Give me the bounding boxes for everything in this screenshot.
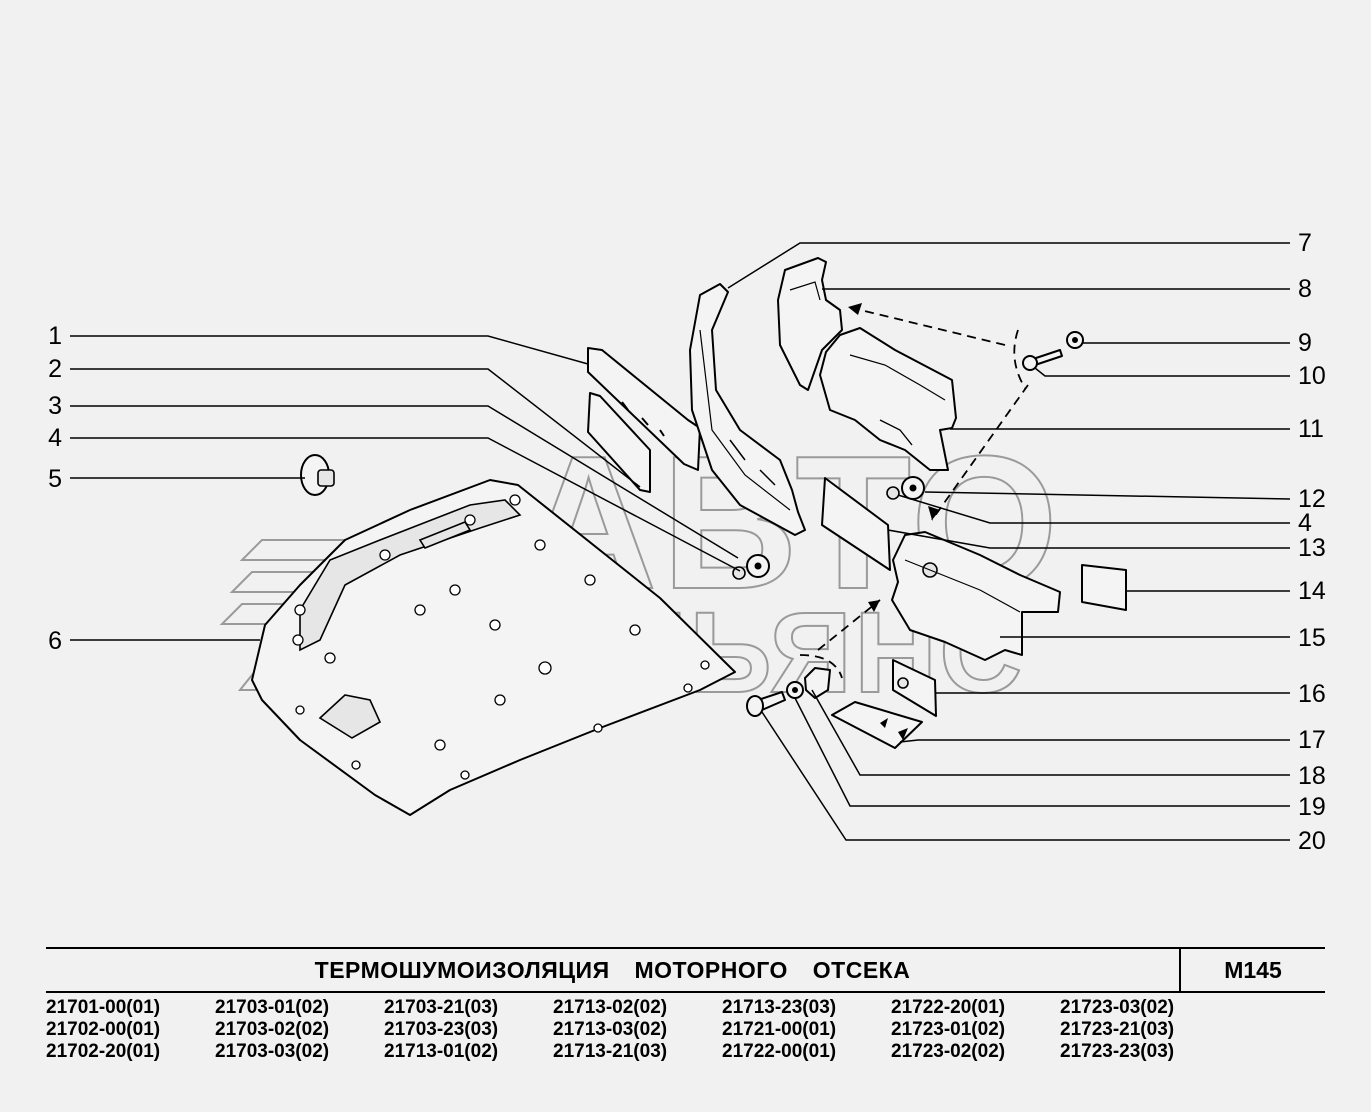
- title-block: ТЕРМОШУМОИЗОЛЯЦИЯ МОТОРНОГО ОТСЕКА М145 …: [46, 947, 1325, 1063]
- callout-9: 9: [1298, 329, 1312, 357]
- part-9-washer: [1066, 331, 1084, 349]
- callout-12: 12: [1298, 485, 1326, 513]
- callout-5: 5: [48, 465, 62, 493]
- model-code: 21723-03(02): [1060, 997, 1175, 1018]
- part-16-bracket: [892, 659, 937, 717]
- model-code: 21703-21(03): [384, 997, 499, 1018]
- part-6-hood-insulation: [251, 479, 736, 816]
- callout-labels: 1 2 3 4 5 6 7 8 9 10 11 12 4 13 14 15 16…: [48, 229, 1326, 855]
- callout-15: 15: [1298, 624, 1326, 652]
- part-2-insulation-pad: [587, 392, 651, 493]
- page-title: ТЕРМОШУМОИЗОЛЯЦИЯ МОТОРНОГО ОТСЕКА: [314, 957, 911, 983]
- part-8-shield: [777, 257, 843, 391]
- callout-4-right: 4: [1298, 509, 1312, 537]
- callout-11: 11: [1298, 415, 1324, 443]
- callout-17: 17: [1298, 726, 1326, 754]
- model-code: 21703-03(02): [215, 1041, 330, 1062]
- callout-18: 18: [1298, 762, 1326, 790]
- callout-7: 7: [1298, 229, 1312, 257]
- model-code: 21703-01(02): [215, 997, 330, 1018]
- part-11-shield: [819, 327, 957, 471]
- callout-10: 10: [1298, 362, 1326, 390]
- model-list: 21701-00(01) 21703-01(02) 21703-21(03) 2…: [46, 997, 1325, 1063]
- part-13-pad: [821, 477, 891, 571]
- model-code: 21723-23(03): [1060, 1041, 1175, 1062]
- model-code: 21723-02(02): [891, 1041, 1006, 1062]
- callout-4-left: 4: [48, 424, 62, 452]
- callout-3: 3: [48, 392, 62, 420]
- title-row: ТЕРМОШУМОИЗОЛЯЦИЯ МОТОРНОГО ОТСЕКА М145: [46, 947, 1325, 993]
- callout-13: 13: [1298, 534, 1326, 562]
- model-code: 21713-01(02): [384, 1041, 499, 1062]
- parts-diagram: АВТО АЛЬЯНС: [48, 229, 1326, 855]
- model-code: 21702-20(01): [46, 1041, 161, 1062]
- callout-14: 14: [1298, 577, 1326, 605]
- part-12-washer: [886, 476, 925, 500]
- callout-2: 2: [48, 355, 62, 383]
- model-code: 21722-00(01): [722, 1041, 837, 1062]
- model-code: 21723-01(02): [891, 1019, 1006, 1040]
- part-17-pad: [831, 701, 923, 749]
- model-code: 21722-20(01): [891, 997, 1006, 1018]
- callout-8: 8: [1298, 275, 1312, 303]
- callout-20: 20: [1298, 827, 1326, 855]
- assembly-dashed-lines: [799, 303, 1029, 679]
- part-19-washer: [786, 681, 804, 699]
- part-14-pad: [1081, 564, 1127, 611]
- model-code: 21713-03(02): [553, 1019, 668, 1040]
- part-20-bolt: [746, 691, 786, 717]
- sheet-code: М145: [1179, 949, 1325, 991]
- part-18-clip: [804, 667, 831, 699]
- callout-6: 6: [48, 627, 62, 655]
- model-code: 21713-23(03): [722, 997, 837, 1018]
- model-code: 21721-00(01): [722, 1019, 837, 1040]
- part-5-clip: [300, 454, 335, 496]
- model-code: 21723-21(03): [1060, 1019, 1175, 1040]
- callout-16: 16: [1298, 680, 1326, 708]
- callout-1: 1: [48, 322, 62, 350]
- part-15-lower-shield: [891, 531, 1061, 661]
- part-1-insulation-pad: [587, 347, 701, 471]
- part-4-washer-left: [732, 554, 770, 580]
- model-code: 21703-02(02): [215, 1019, 330, 1040]
- part-7-side-trim: [689, 283, 806, 536]
- callout-19: 19: [1298, 793, 1326, 821]
- leader-lines: [70, 242, 1291, 841]
- model-code: 21701-00(01): [46, 997, 161, 1018]
- part-10-screw: [1022, 349, 1063, 371]
- model-code: 21713-21(03): [553, 1041, 668, 1062]
- model-code: 21702-00(01): [46, 1019, 161, 1040]
- model-code: 21703-23(03): [384, 1019, 499, 1040]
- model-code: 21713-02(02): [553, 997, 668, 1018]
